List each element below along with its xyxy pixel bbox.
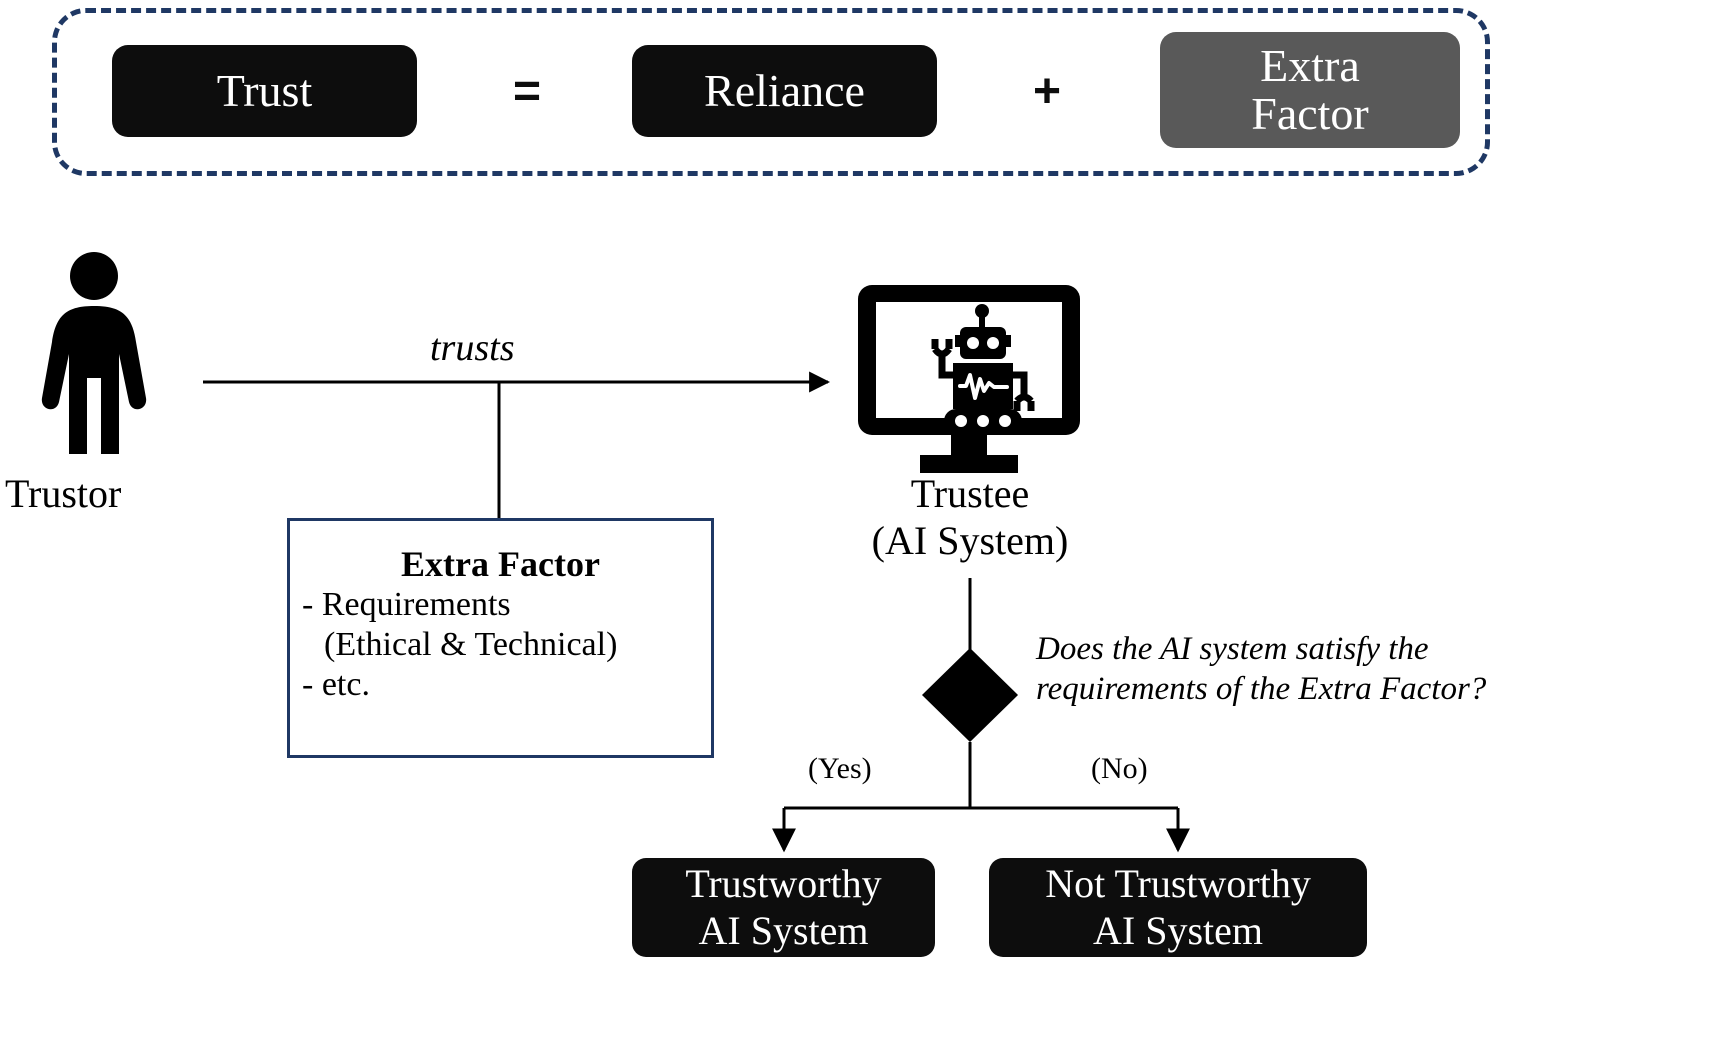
not-trustworthy-result-box: Not Trustworthy AI System xyxy=(989,858,1367,957)
trust-pill: Trust xyxy=(112,45,417,137)
extra-factor-pill-line1: Extra xyxy=(1260,40,1360,92)
extra-factor-pill-label: Extra Factor xyxy=(1251,42,1369,138)
trustworthy-line2: AI System xyxy=(698,907,869,953)
trustor-label: Trustor xyxy=(5,471,122,516)
equals-symbol: = xyxy=(512,64,542,118)
extra-factor-box-title: Extra Factor xyxy=(401,544,600,584)
decision-question: Does the AI system satisfy the requireme… xyxy=(1036,630,1713,709)
extra-factor-box: Extra Factor - Requirements (Ethical & T… xyxy=(287,518,714,758)
trustee-label-line2: (AI System) xyxy=(871,518,1069,564)
decision-diamond xyxy=(922,648,1018,742)
trustworthy-result-box: Trustworthy AI System xyxy=(632,858,935,957)
reliance-pill: Reliance xyxy=(632,45,937,137)
extra-factor-item-1: (Ethical & Technical) xyxy=(324,626,618,664)
not-trustworthy-line1: Not Trustworthy xyxy=(1045,861,1311,907)
not-trustworthy-result-text: Not Trustworthy AI System xyxy=(1045,861,1311,954)
trust-equation-panel: Trust = Reliance + Extra Factor xyxy=(52,8,1490,176)
plus-symbol: + xyxy=(1032,64,1062,118)
decision-question-line1: Does the AI system satisfy the xyxy=(1036,631,1429,667)
extra-factor-item-2: - etc. xyxy=(302,666,370,704)
person-icon xyxy=(38,250,150,462)
not-trustworthy-line2: AI System xyxy=(1093,907,1263,953)
trustee-label: Trustee (AI System) xyxy=(800,470,1140,564)
robot-glyph xyxy=(931,304,1035,433)
trustee-label-line1: Trustee xyxy=(910,471,1030,516)
yes-branch-label: (Yes) xyxy=(808,752,872,785)
no-branch-label: (No) xyxy=(1091,752,1148,785)
trusts-arrow-label: trusts xyxy=(430,327,515,369)
monitor-robot-icon xyxy=(856,283,1082,473)
trustworthy-line1: Trustworthy xyxy=(685,861,882,907)
decision-question-line2: requirements of the Extra Factor? xyxy=(1036,670,1487,707)
extra-factor-pill-line2: Factor xyxy=(1251,88,1369,139)
extra-factor-item-0: - Requirements xyxy=(302,586,511,623)
trustworthy-result-text: Trustworthy AI System xyxy=(685,861,881,954)
reliance-pill-label: Reliance xyxy=(704,65,865,117)
trust-pill-label: Trust xyxy=(216,65,313,117)
extra-factor-pill: Extra Factor xyxy=(1160,32,1460,148)
